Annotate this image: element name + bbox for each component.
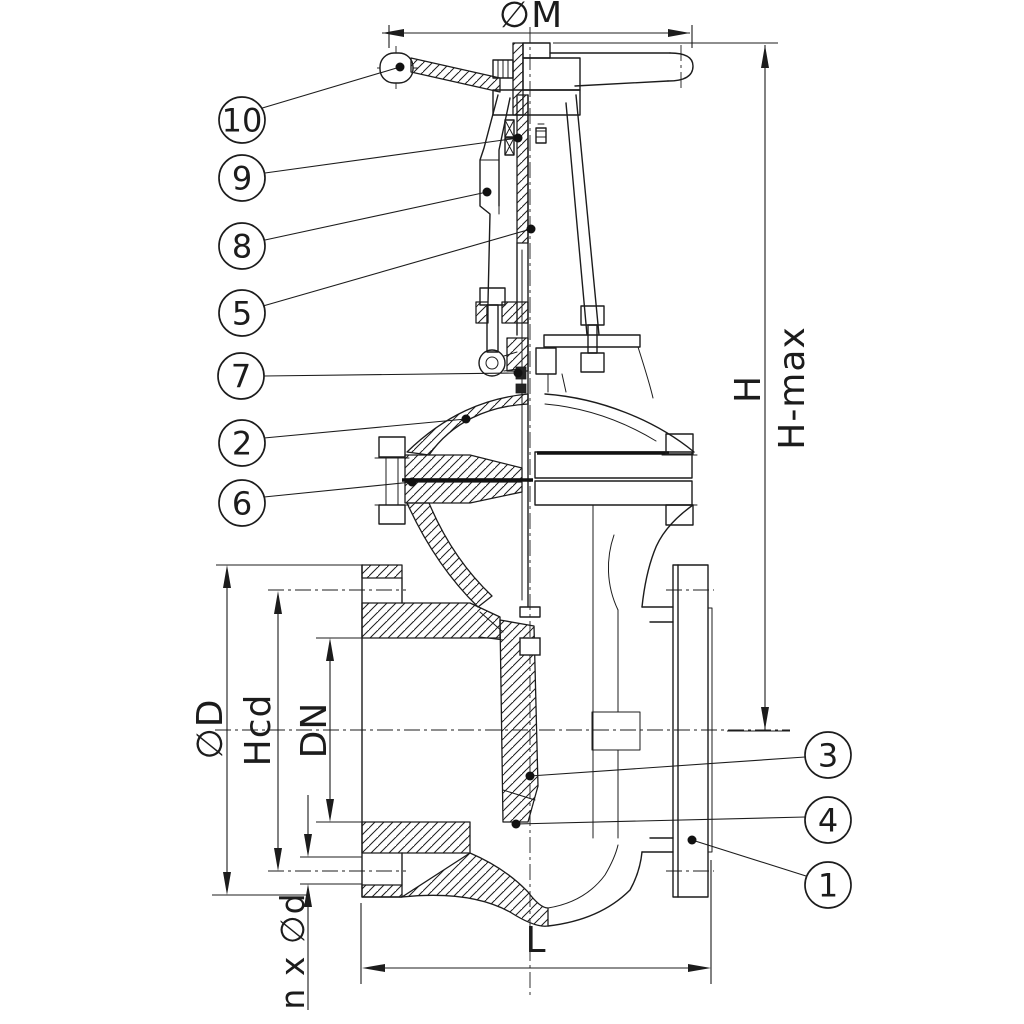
balloon-7-number: 7: [231, 358, 251, 396]
dim-H-Hmax: H H-max: [553, 42, 813, 732]
body-right-exterior: [591, 504, 694, 853]
bonnet-dome: [406, 393, 695, 456]
dim-M: ∅M: [382, 0, 693, 48]
dim-Hcd: Hcd: [238, 591, 282, 871]
balloon-5: 5: [218, 289, 266, 337]
centerlines: [215, 27, 790, 997]
dim-label-M: ∅M: [499, 0, 563, 36]
valve-cross-section: [361, 42, 713, 927]
balloon-8-number: 8: [232, 228, 252, 266]
dim-label-nxd: n x ∅d: [273, 892, 312, 1009]
dim-DN: DN: [294, 637, 362, 823]
balloon-9-number: 9: [232, 160, 252, 198]
balloon-8: 8: [218, 222, 266, 270]
dimension-lines: ∅M H H-max ∅D Hcd DN: [190, 0, 813, 1010]
balloon-1: 1: [804, 861, 852, 909]
dim-label-DN: DN: [294, 702, 335, 759]
balloon-2: 2: [218, 419, 266, 467]
balloon-9: 9: [218, 154, 266, 202]
balloon-10: 10: [218, 96, 266, 144]
balloon-6-number: 6: [232, 485, 252, 523]
balloon-5-number: 5: [232, 295, 252, 333]
balloon-6: 6: [218, 479, 266, 527]
dim-label-L: L: [525, 920, 546, 961]
dim-label-Hmax: H-max: [772, 326, 813, 450]
balloon-4-number: 4: [818, 802, 838, 840]
balloon-1-number: 1: [818, 867, 838, 905]
bonnet-flange: [374, 433, 698, 526]
dim-nxd: n x ∅d: [273, 795, 362, 1010]
handwheel: [379, 42, 694, 116]
dim-label-D: ∅D: [190, 698, 231, 759]
balloon-3-number: 3: [818, 737, 838, 775]
yoke: [479, 94, 641, 608]
balloon-3: 3: [804, 731, 852, 779]
dim-label-H: H: [728, 375, 769, 403]
pipe-flange-right: [672, 564, 713, 898]
balloon-2-number: 2: [232, 425, 252, 463]
dim-label-Hcd: Hcd: [238, 694, 279, 767]
wedge-gate: [499, 606, 541, 823]
gland-assembly: [475, 287, 654, 399]
balloon-4: 4: [804, 796, 852, 844]
balloon-10-number: 10: [222, 102, 263, 140]
body-left-section: [361, 502, 643, 927]
callout-balloons: 10 9 8 5 7 2 6 3: [217, 62, 852, 909]
balloon-7: 7: [217, 352, 265, 400]
dim-L: L: [360, 860, 712, 984]
dim-D: ∅D: [190, 564, 362, 896]
